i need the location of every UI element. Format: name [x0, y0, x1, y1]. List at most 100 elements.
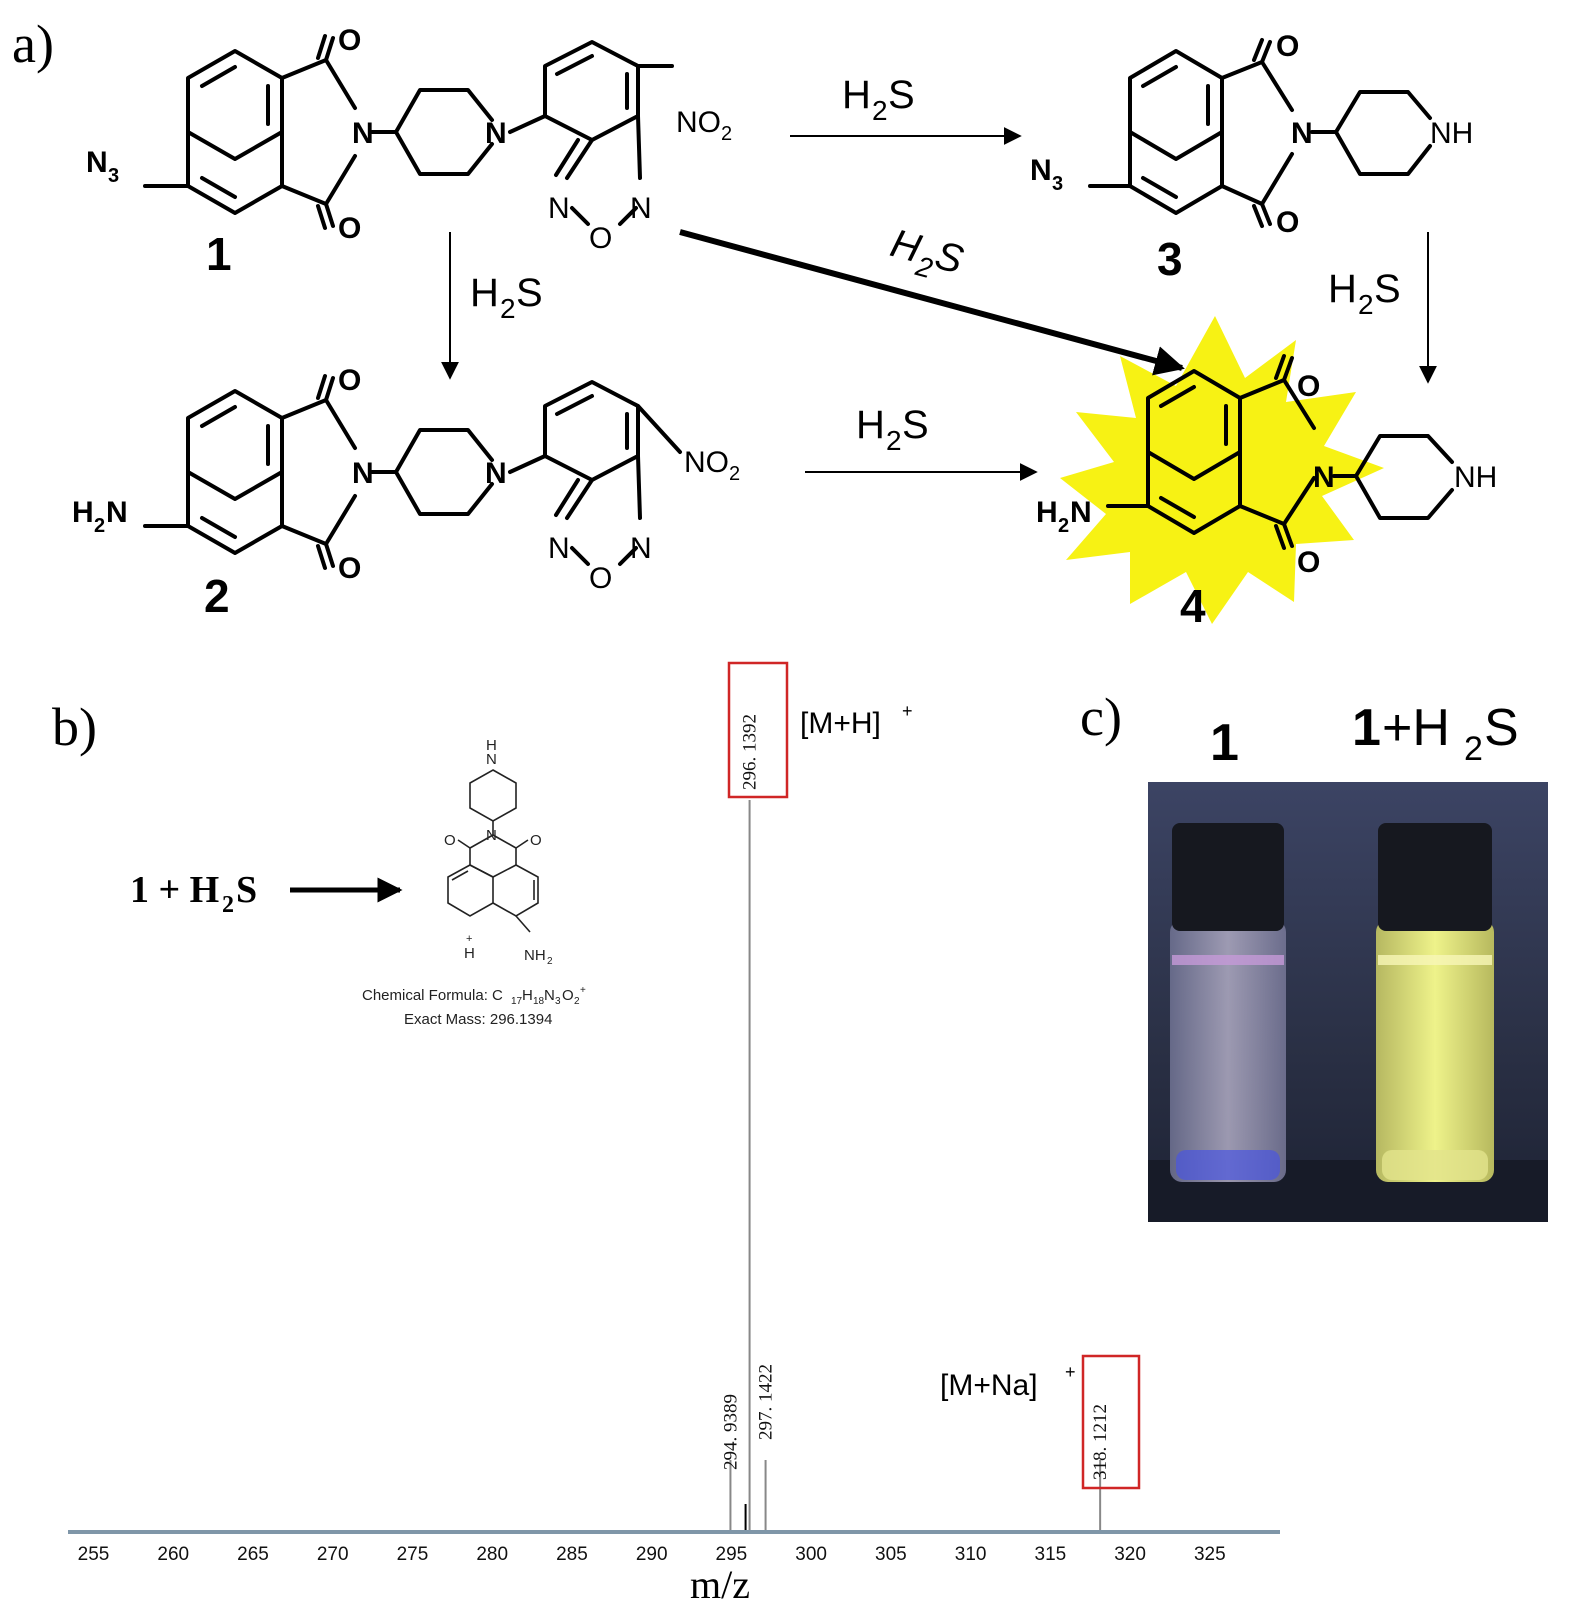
svg-text:17: 17	[511, 996, 523, 1007]
atom-h2n-h: H	[72, 496, 94, 529]
peak-label: 294. 9389	[720, 1394, 741, 1470]
reagent-h2s-diagonal: H 2 S	[886, 221, 968, 284]
struct-nh2: NH	[524, 947, 546, 964]
atom-h2n-sub: 2	[1058, 515, 1069, 537]
atom-n: N	[485, 117, 507, 150]
x-tick-label: 260	[157, 1544, 189, 1565]
x-tick-label: 265	[237, 1544, 269, 1565]
atom-n-ring: N	[548, 192, 570, 225]
atom-h2n-n: N	[106, 496, 128, 529]
atom-n-ring: N	[548, 532, 570, 565]
x-tick-label: 325	[1194, 1544, 1226, 1565]
compound-3	[1088, 38, 1432, 228]
vial-1	[1170, 920, 1286, 1182]
atom-no2-sub: 2	[729, 463, 740, 485]
atom-n3: N	[1030, 154, 1052, 187]
svg-text:H: H	[856, 403, 885, 447]
atom-n: N	[1291, 117, 1313, 150]
chemical-formula: Chemical Formula: C 17 H 18 N 3 O 2 +	[362, 985, 586, 1007]
x-tick-label: 270	[317, 1544, 349, 1565]
x-tick-label: 285	[556, 1544, 588, 1565]
atom-o: O	[338, 364, 361, 397]
vial-label-2: 1 +H 2 S	[1352, 699, 1519, 768]
atom-h2n-h: H	[1036, 496, 1058, 529]
vial-label-1: 1	[1210, 714, 1239, 772]
struct-plus: +	[466, 933, 472, 945]
reagent-h2s-right: H 2 S	[1328, 267, 1401, 320]
svg-text:2: 2	[222, 892, 234, 918]
svg-text:O: O	[562, 987, 574, 1004]
x-tick-label: 310	[955, 1544, 987, 1565]
atom-n: N	[352, 457, 374, 490]
atom-n-ring: N	[630, 532, 652, 565]
product-structure	[447, 769, 539, 933]
struct-nh-h: H	[486, 737, 497, 754]
svg-text:+: +	[1065, 1362, 1076, 1382]
vial-2	[1376, 920, 1494, 1182]
struct-h: H	[464, 945, 475, 962]
compound-3-label: 3	[1157, 233, 1183, 285]
atom-o-ring: O	[589, 222, 612, 255]
atom-o: O	[338, 552, 361, 585]
struct-nh-n: N	[486, 751, 497, 768]
fluorescence-starburst	[1060, 316, 1384, 624]
exact-mass: Exact Mass: 296.1394	[404, 1011, 552, 1028]
atom-n-ring: N	[630, 192, 652, 225]
svg-text:2: 2	[500, 293, 516, 324]
x-axis-label: m/z	[690, 1562, 750, 1607]
atom-h2n-n: N	[1070, 496, 1092, 529]
compound-1-label: 1	[206, 228, 232, 280]
x-tick-label: 315	[1035, 1544, 1067, 1565]
atom-no2: NO	[676, 106, 721, 139]
x-tick-label: 280	[476, 1544, 508, 1565]
svg-text:S: S	[888, 73, 915, 117]
reagent-h2s-middle: H 2 S	[856, 403, 929, 456]
compound-1	[143, 34, 674, 230]
peak-label: 318. 1212	[1090, 1404, 1111, 1480]
atom-n3-sub: 3	[1052, 173, 1063, 195]
atom-n3: N	[86, 146, 108, 179]
svg-text:18: 18	[533, 996, 545, 1007]
svg-text:2: 2	[1464, 730, 1483, 768]
atom-nh: NH	[1430, 117, 1473, 150]
atom-o-ring: O	[589, 562, 612, 595]
svg-text:1 + H: 1 + H	[130, 869, 219, 911]
atom-o: O	[1276, 206, 1299, 239]
struct-n: N	[486, 827, 497, 844]
svg-text:S: S	[516, 271, 543, 315]
x-tick-label: 275	[397, 1544, 429, 1565]
compound-4	[1106, 354, 1454, 550]
highlight-box-mna	[1081, 1354, 1141, 1490]
atom-o: O	[338, 212, 361, 245]
svg-text:Chemical Formula: C: Chemical Formula: C	[362, 987, 503, 1004]
svg-text:S: S	[1484, 699, 1519, 757]
svg-text:[M+Na]: [M+Na]	[940, 1369, 1038, 1402]
x-axis	[68, 1530, 1280, 1534]
svg-text:3: 3	[555, 996, 561, 1007]
annotation-mh: [M+H] +	[800, 701, 913, 740]
svg-text:1: 1	[1352, 699, 1381, 757]
x-tick-label: 255	[78, 1544, 110, 1565]
atom-o: O	[1276, 30, 1299, 63]
compound-2	[143, 374, 682, 570]
reagent-h2s-top: H 2 S	[842, 73, 915, 126]
atom-n: N	[1313, 461, 1335, 494]
compound-2-label: 2	[204, 570, 230, 622]
svg-text:[M+H]: [M+H]	[800, 707, 881, 740]
highlight-box-mh	[727, 661, 789, 799]
vial-photo	[1148, 782, 1548, 1222]
panel-b-reaction: 1 + H 2 S	[130, 869, 403, 918]
x-tick-label: 305	[875, 1544, 907, 1565]
svg-text:S: S	[236, 869, 257, 911]
vial-1-cap	[1172, 823, 1284, 931]
panel-label-a: a)	[12, 14, 54, 74]
vial-2-cap	[1378, 823, 1492, 931]
peak-label: 297. 1422	[756, 1364, 777, 1440]
atom-n: N	[485, 457, 507, 490]
atom-o: O	[1297, 546, 1320, 579]
svg-text:H: H	[1328, 267, 1357, 311]
atom-no2: NO	[684, 446, 729, 479]
atom-no2-sub: 2	[721, 123, 732, 145]
